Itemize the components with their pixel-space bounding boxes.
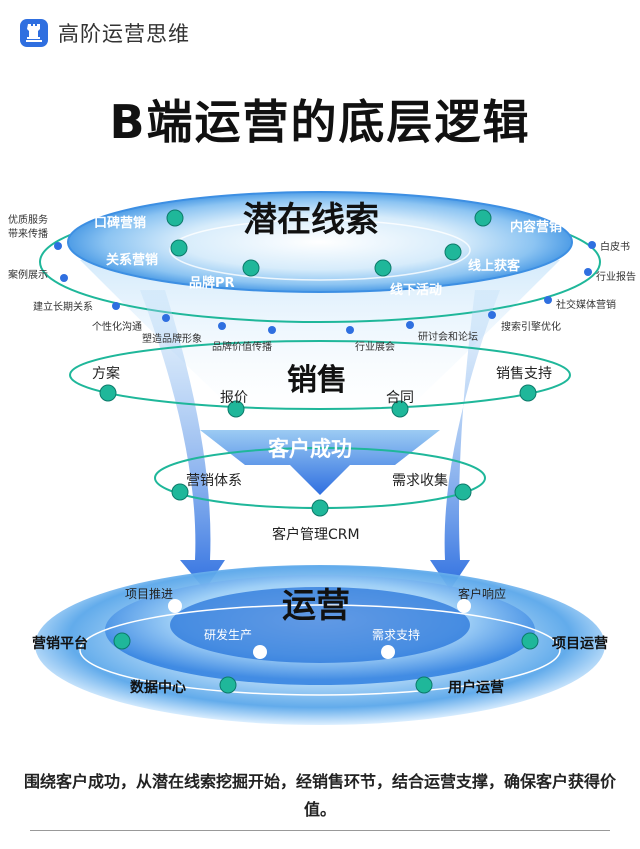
label-jiazhi: 品牌价值传播: [212, 342, 272, 353]
ops-inner-disk: [170, 587, 470, 663]
label-xianshang: 线上获客: [468, 259, 521, 274]
page-title: B端运营的底层逻辑: [109, 95, 531, 149]
ops-teal-dots: [113, 632, 539, 694]
sales-ring: [69, 340, 571, 410]
label-hangye-bg: 行业报告: [596, 272, 636, 283]
stage-ops: 运营: [282, 586, 350, 626]
label-xmyy: 项目运营: [552, 636, 608, 652]
sales-dots: [99, 384, 537, 418]
label-shejiao: 社交媒体营销: [556, 300, 616, 311]
label-sousuo: 搜索引擎优化: [501, 322, 561, 333]
chess-rook-icon: [20, 19, 48, 47]
label-hangye-zh: 行业展会: [355, 342, 395, 353]
label-neirong: 内容营销: [510, 220, 563, 235]
label-yanfa: 研发生产: [204, 628, 253, 642]
success-dots: [171, 483, 472, 517]
label-crm: 客户管理CRM: [272, 527, 360, 543]
label-yhyy: 用户运营: [448, 680, 504, 696]
label-xqzc: 需求支持: [372, 628, 421, 642]
stage-success: 客户成功: [268, 437, 352, 461]
brand: 高阶运营思维: [20, 18, 190, 48]
label-xiangying: 客户响应: [458, 587, 507, 601]
stage-sales: 销售: [287, 363, 347, 398]
label-pinpai: 品牌PR: [189, 276, 235, 291]
label-tuijin: 项目推进: [125, 587, 174, 601]
ops-ring: [79, 604, 561, 696]
label-youzhi: 优质服务 带来传播: [8, 215, 48, 240]
ops-white-dots: [168, 599, 471, 659]
label-guanxi: 关系营销: [106, 253, 159, 268]
label-yxpt: 营销平台: [32, 636, 88, 652]
brand-name: 高阶运营思维: [58, 22, 190, 46]
label-koubei: 口碑营销: [94, 216, 147, 231]
lead-dots: [166, 209, 492, 277]
label-baipi: 白皮书: [600, 242, 630, 253]
label-anli: 案例展示: [8, 270, 48, 281]
footer-summary: 围绕客户成功，从潜在线索挖掘开始，经销售环节，结合运营支撑，确保客户获得价值。: [23, 772, 616, 819]
right-arrow: [430, 290, 500, 590]
label-baojia: 报价: [220, 390, 248, 406]
label-xuqiu: 需求收集: [392, 473, 448, 489]
left-arrow: [140, 290, 225, 590]
label-zhichi: 销售支持: [496, 366, 552, 382]
label-yantao: 研讨会和论坛: [418, 332, 478, 343]
lead-outer-dots: [54, 241, 596, 334]
stage-lead: 潜在线索: [243, 200, 379, 240]
lead-inner-ring: [169, 219, 471, 281]
divider: [30, 830, 610, 831]
label-fangan: 方案: [92, 366, 120, 382]
label-sjzx: 数据中心: [130, 680, 186, 696]
label-suzao: 塑造品牌形象: [142, 334, 202, 345]
label-xianxia: 线下活动: [390, 283, 443, 298]
label-changqi: 建立长期关系: [33, 302, 93, 313]
label-gexing: 个性化沟通: [92, 322, 142, 333]
label-tixi: 营销体系: [186, 473, 242, 489]
label-hetong: 合同: [386, 390, 414, 406]
success-arrow: [200, 430, 440, 495]
